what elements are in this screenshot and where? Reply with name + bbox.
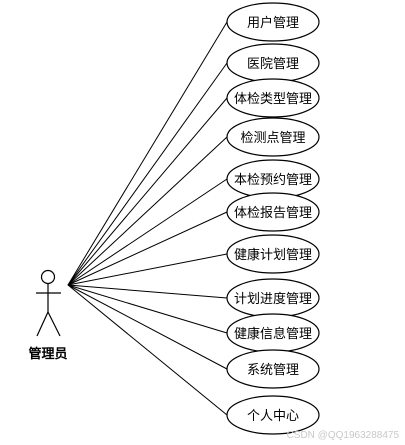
association-line	[67, 284, 228, 416]
association-line	[67, 21, 228, 286]
use-case: 个人中心	[226, 395, 320, 435]
use-case-group: 用户管理医院管理体检类型管理检测点管理本检预约管理体检报告管理健康计划管理计划进…	[226, 2, 320, 435]
use-case-ellipse	[226, 117, 320, 157]
association-line	[67, 284, 228, 334]
use-case-label: 健康计划管理	[234, 247, 312, 263]
use-case-label: 检测点管理	[240, 131, 305, 146]
use-case: 检测点管理	[226, 117, 320, 157]
use-case: 体检类型管理	[226, 78, 320, 118]
actor-figure	[36, 269, 61, 337]
use-case: 系统管理	[226, 349, 320, 389]
actor-head	[40, 269, 56, 285]
use-case-label: 计划进度管理	[234, 291, 312, 307]
use-case-label: 个人中心	[247, 409, 299, 424]
use-case-label: 健康信息管理	[234, 326, 312, 342]
use-case-label: 体检报告管理	[234, 206, 312, 221]
use-case-ellipse	[226, 192, 320, 232]
use-case-label: 本检预约管理	[234, 173, 312, 188]
watermark: CSDN @QQ1963288475	[286, 430, 399, 441]
association-line	[67, 284, 228, 299]
use-case: 用户管理	[226, 2, 320, 42]
association-line	[67, 136, 228, 286]
association-line	[67, 178, 228, 286]
use-case: 健康计划管理	[226, 234, 320, 274]
use-case-ellipse	[226, 395, 320, 435]
actor-label: 管理员	[28, 346, 67, 362]
use-case: 计划进度管理	[226, 278, 320, 318]
association-line	[67, 62, 228, 286]
actor-left-leg	[36, 311, 49, 337]
use-case-label: 系统管理	[247, 363, 299, 378]
use-case-label: 医院管理	[247, 57, 299, 72]
use-case: 医院管理	[226, 43, 320, 83]
use-case-label: 体检类型管理	[234, 92, 312, 107]
association-line	[67, 284, 228, 370]
use-case: 本检预约管理	[226, 159, 320, 199]
use-case-ellipse	[226, 349, 320, 389]
use-case: 体检报告管理	[226, 192, 320, 232]
actor-right-leg	[47, 311, 61, 337]
use-case-ellipse	[226, 234, 320, 274]
use-case-ellipse	[226, 2, 320, 42]
use-case-ellipse	[226, 78, 320, 118]
use-case-label: 用户管理	[247, 15, 299, 31]
association-line	[67, 211, 228, 286]
association-line	[67, 97, 228, 286]
association-line	[67, 253, 228, 286]
association-lines	[67, 21, 228, 416]
use-case: 健康信息管理	[226, 313, 320, 353]
